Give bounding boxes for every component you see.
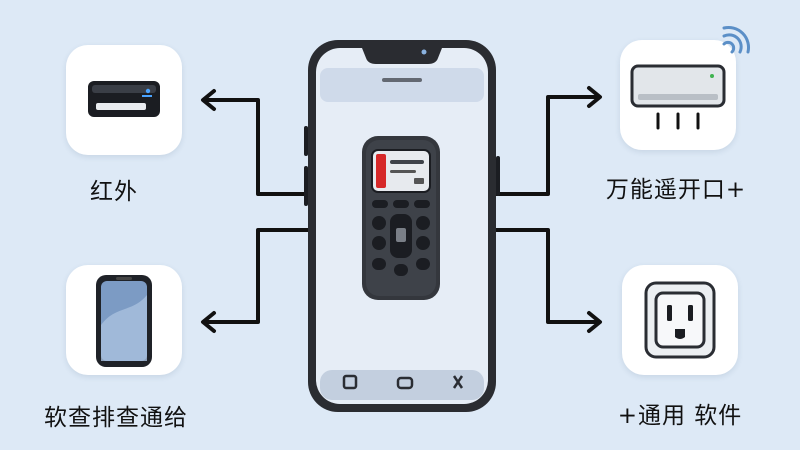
label-bottom-right: +通用 软件 xyxy=(617,403,743,429)
phone-icon xyxy=(96,275,152,367)
card-ir xyxy=(66,45,182,155)
card-outlet xyxy=(622,265,738,375)
card-ac xyxy=(620,26,750,150)
wifi-signal-icon xyxy=(722,26,750,54)
power-outlet-icon xyxy=(644,281,716,359)
arrow-to-bottom-left xyxy=(203,228,310,324)
arrow-to-top-right xyxy=(493,95,600,196)
arrow-to-bottom-right xyxy=(493,228,600,324)
smartphone-with-remote-icon xyxy=(304,40,500,412)
air-conditioner-icon xyxy=(630,64,726,130)
ir-blaster-icon xyxy=(88,81,160,117)
card-phone xyxy=(66,265,182,375)
arrow-to-top-left xyxy=(203,98,310,196)
label-bottom-left: 软查排查通给 xyxy=(44,405,188,431)
label-top-left: 红外 xyxy=(90,179,138,205)
label-top-right: 万能遥开口+ xyxy=(605,177,747,203)
